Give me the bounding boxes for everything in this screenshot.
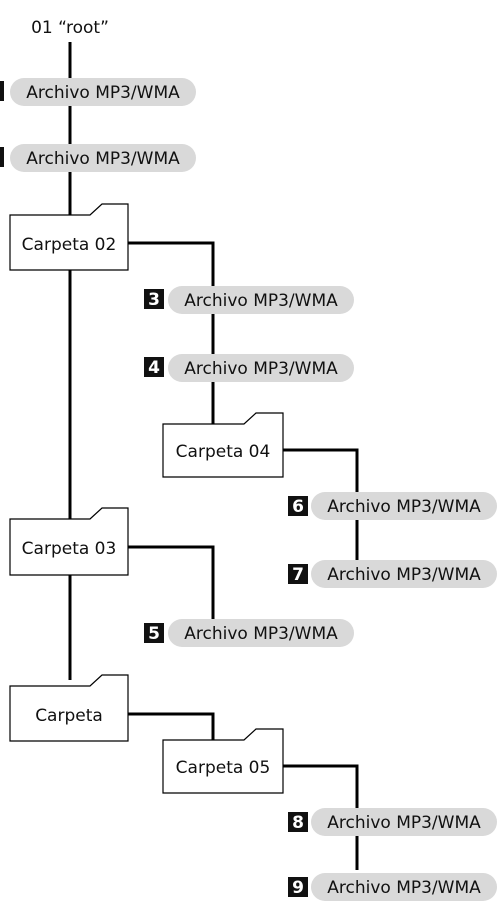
connector-carpeta bbox=[128, 712, 215, 740]
folder-icon bbox=[9, 674, 129, 742]
file-item[interactable]: 8 Archivo MP3/WMA bbox=[288, 808, 497, 836]
connector-carpeta-02 bbox=[128, 241, 215, 424]
file-number: 6 bbox=[292, 497, 304, 517]
connector-lines bbox=[68, 42, 359, 870]
file-item[interactable]: 9 Archivo MP3/WMA bbox=[288, 873, 497, 901]
file-pill bbox=[311, 560, 497, 588]
file-pill bbox=[311, 873, 497, 901]
connector-carpeta-04 bbox=[283, 448, 359, 560]
file-pill bbox=[168, 286, 354, 314]
file-number-badge bbox=[144, 289, 164, 309]
file-pill bbox=[10, 78, 196, 106]
folder-label: Carpeta bbox=[35, 706, 103, 726]
file-label: Archivo MP3/WMA bbox=[26, 149, 180, 169]
folder-icon bbox=[162, 728, 284, 794]
file-number-badge bbox=[288, 496, 308, 516]
file-label: Archivo MP3/WMA bbox=[184, 359, 338, 379]
folder-carpeta-03[interactable]: Carpeta 03 bbox=[9, 507, 129, 576]
file-number: 3 bbox=[148, 290, 160, 310]
file-item[interactable]: Archivo MP3/WMA bbox=[0, 144, 196, 172]
file-number-badge bbox=[288, 877, 308, 897]
folder-label: Carpeta 02 bbox=[22, 235, 117, 255]
file-number: 4 bbox=[148, 358, 160, 378]
folder-carpeta[interactable]: Carpeta bbox=[9, 674, 129, 742]
file-pill bbox=[311, 808, 497, 836]
file-marker bbox=[0, 147, 4, 167]
folder-carpeta-05[interactable]: Carpeta 05 bbox=[162, 728, 284, 794]
file-number-badge bbox=[288, 812, 308, 832]
file-pill bbox=[10, 144, 196, 172]
folder-label: Carpeta 03 bbox=[22, 539, 117, 559]
folder-carpeta-02[interactable]: Carpeta 02 bbox=[9, 203, 129, 271]
folder-icon bbox=[162, 412, 284, 478]
file-item[interactable]: 3 Archivo MP3/WMA bbox=[144, 286, 354, 314]
file-item[interactable]: 7 Archivo MP3/WMA bbox=[288, 560, 497, 588]
file-label: Archivo MP3/WMA bbox=[327, 878, 481, 898]
folder-icon bbox=[9, 203, 129, 271]
file-label: Archivo MP3/WMA bbox=[327, 497, 481, 517]
folder-carpeta-04[interactable]: Carpeta 04 bbox=[162, 412, 284, 478]
file-number-badge bbox=[144, 357, 164, 377]
file-number-badge bbox=[288, 564, 308, 584]
file-number: 8 bbox=[292, 813, 304, 833]
root-label: 01 “root” bbox=[31, 18, 109, 38]
file-item[interactable]: 6 Archivo MP3/WMA bbox=[288, 492, 497, 520]
file-pill bbox=[168, 619, 354, 647]
file-label: Archivo MP3/WMA bbox=[327, 565, 481, 585]
file-item[interactable]: 5 Archivo MP3/WMA bbox=[144, 619, 354, 647]
file-pill bbox=[168, 354, 354, 382]
file-number: 5 bbox=[148, 624, 160, 644]
file-pill bbox=[311, 492, 497, 520]
file-marker bbox=[0, 81, 4, 101]
file-number: 9 bbox=[292, 878, 304, 898]
file-label: Archivo MP3/WMA bbox=[184, 291, 338, 311]
folder-label: Carpeta 04 bbox=[176, 442, 271, 462]
folder-icon bbox=[9, 507, 129, 576]
file-item[interactable]: Archivo MP3/WMA bbox=[0, 78, 196, 106]
file-number-badge bbox=[144, 623, 164, 643]
file-label: Archivo MP3/WMA bbox=[184, 624, 338, 644]
folder-label: Carpeta 05 bbox=[176, 758, 271, 778]
connector-carpeta-03 bbox=[128, 545, 215, 620]
file-item[interactable]: 4 Archivo MP3/WMA bbox=[144, 354, 354, 382]
file-label: Archivo MP3/WMA bbox=[26, 83, 180, 103]
file-label: Archivo MP3/WMA bbox=[327, 813, 481, 833]
file-number: 7 bbox=[292, 565, 304, 585]
